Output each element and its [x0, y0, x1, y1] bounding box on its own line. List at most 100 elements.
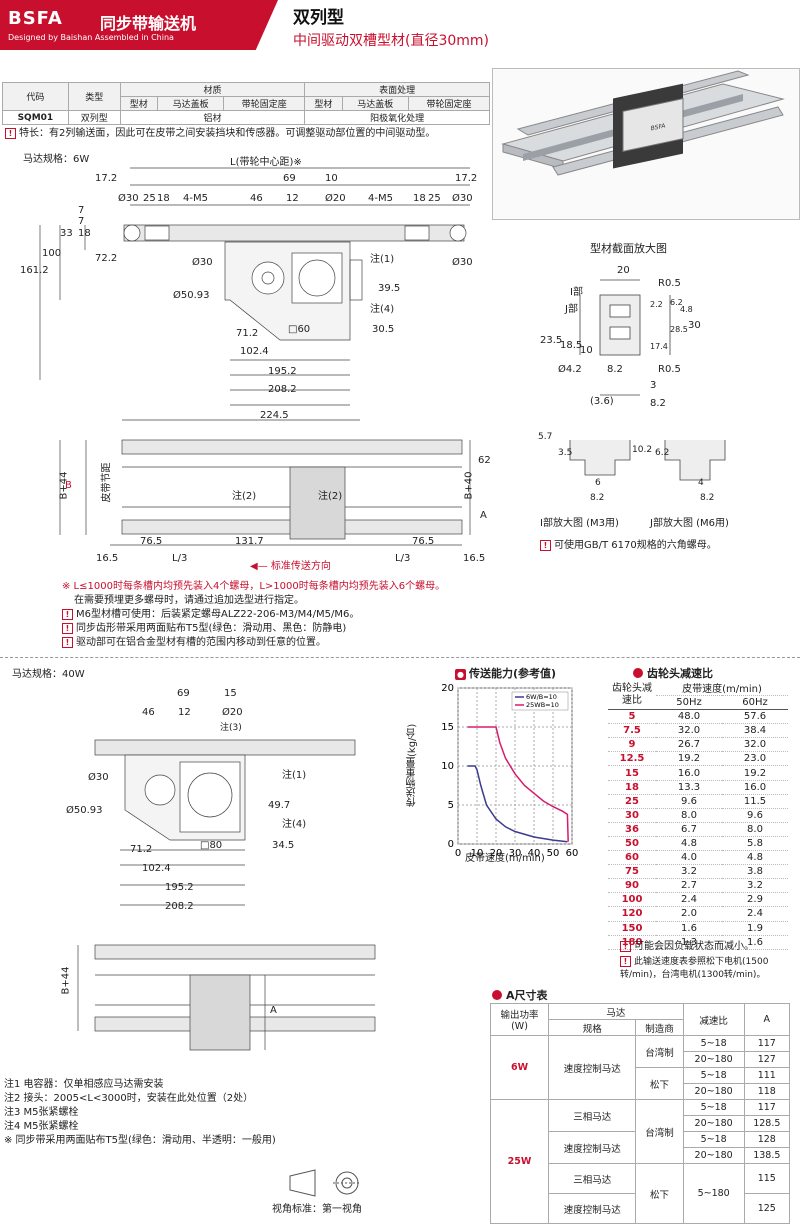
dim-label: (3.6) [590, 396, 614, 407]
gear-ratio-cell: 36 [608, 822, 656, 837]
gear-ratio-cell: 5 [608, 709, 656, 725]
dim-label: Ø20 [325, 193, 346, 204]
gear-ratio-cell: 7.5 [608, 723, 656, 739]
dim-label: 20 [617, 265, 630, 276]
dim-label: Ø50.93 [173, 290, 210, 301]
y-tick-label: 15 [441, 722, 454, 733]
dim-label: 8.2 [590, 493, 605, 503]
a-value: 117 [743, 1099, 791, 1116]
chart-series-line [467, 726, 569, 842]
a-power: 25W [490, 1099, 549, 1224]
a-header-ratio: 减速比 [682, 1003, 745, 1036]
dim-label: Ø30 [452, 257, 473, 268]
dim-label: 皮带节距 [101, 462, 113, 503]
spec-subheader: 马达盖板 [341, 96, 409, 111]
gear-speed-cell: 9.6 [656, 794, 722, 809]
gear-speed-cell: 2.4 [656, 892, 722, 908]
dim-label: 131.7 [235, 536, 264, 547]
a-ratio: 20~180 [682, 1083, 745, 1100]
spec-code: SQM01 [2, 110, 69, 125]
first-angle-projection-icon [289, 1169, 361, 1197]
gear-speed-cell: 4.8 [656, 836, 722, 852]
warning-icon: ! [5, 128, 16, 139]
dim-label: 76.5 [412, 536, 435, 547]
dim-L: L(带轮中心距)※ [230, 157, 302, 168]
gear-speed-cell: 3.2 [656, 864, 722, 880]
dim-label: 46 [250, 193, 263, 204]
footer-note: 注2 接头：2005<L<3000时，安装在此处位置（2处） [4, 1093, 254, 1104]
a-header-power: 输出功率(W) [490, 1003, 549, 1036]
page-title: 双列型 [293, 8, 344, 28]
dim-label: Ø4.2 [558, 364, 582, 375]
spec-surface: 阳极氧化处理 [304, 110, 490, 125]
dim-label: 16.5 [463, 553, 486, 564]
dim-label: 195.2 [268, 366, 297, 377]
chart-grid [457, 687, 573, 845]
x-tick-label: 20 [490, 848, 503, 859]
gear-ratio-cell: 30 [608, 808, 656, 823]
legend-label: 6W/B=10 [526, 693, 557, 701]
spec-header-material: 材质 [119, 82, 306, 97]
dim-label: 4.8 [680, 305, 693, 314]
gear-speed-cell: 13.3 [656, 780, 722, 795]
dim-label: 39.5 [378, 283, 401, 294]
gear-speed-cell: 57.6 [722, 709, 788, 725]
motor6w-drawing [39, 167, 470, 406]
dim-label: 69 [177, 688, 190, 699]
dim-label: 71.2 [236, 328, 259, 339]
note-line: ※ L≤1000时每条槽内均预先装入4个螺母，L>1000时每条槽内均预先装入6… [62, 581, 446, 592]
a-size-table: 输出功率(W) 马达 减速比 A 规格 制造商 6W 速度控制马达 台湾制 5~… [490, 1003, 791, 1224]
dim-label: 15 [224, 688, 237, 699]
a-spec: 三相马达 [547, 1163, 637, 1194]
gear-header-speed: 皮带速度(m/min) [656, 680, 788, 696]
chart-title: ●传送能力(参考值) [455, 667, 557, 680]
dim-label: B+44 [60, 966, 72, 995]
a-spec: 三相马达 [547, 1099, 637, 1132]
dim-label: 102.4 [142, 863, 171, 874]
gear-speed-cell: 16.0 [656, 765, 722, 781]
gear-speed-cell: 4.0 [656, 850, 722, 866]
gear-header-50hz: 50Hz [656, 695, 722, 711]
a-maker: 松下 [635, 1067, 684, 1100]
dim-label: 16.5 [96, 553, 119, 564]
gear-speed-cell: 16.0 [722, 780, 788, 795]
gear-ratio-cell: 90 [608, 878, 656, 894]
dim-label: 7 [78, 216, 85, 227]
dim-label: 12 [286, 193, 299, 204]
bullet-icon [492, 990, 502, 1000]
dim-label: □60 [288, 324, 311, 335]
dim-label: 12 [178, 707, 191, 718]
gear-ratio-cell: 25 [608, 794, 656, 809]
a-maker: 台湾制 [635, 1099, 684, 1164]
motor40w-plan-drawing [77, 944, 376, 1051]
chart-bullet-icon: ● [455, 669, 466, 680]
gear-speed-cell: 3.2 [722, 878, 788, 894]
dim-label: 注(2) [318, 491, 343, 502]
motor6w-label: 马达规格：6W [23, 154, 90, 165]
dim-label: 3 [650, 380, 657, 391]
a-maker: 松下 [635, 1163, 684, 1224]
a-spec: 速度控制马达 [547, 1193, 637, 1224]
footer-notes: 注1 电容器：仅单相感应马达需安装 注2 接头：2005<L<3000时，安装在… [4, 1078, 276, 1148]
a-spec: 速度控制马达 [547, 1035, 637, 1100]
a-value: 111 [743, 1067, 791, 1084]
dim-label: 4-M5 [183, 193, 208, 204]
dim-label: 7 [78, 205, 85, 216]
spec-subheader: 马达盖板 [156, 96, 225, 111]
dim-label: 33 [60, 228, 73, 239]
a-ratio: 20~180 [682, 1115, 745, 1132]
dim-label: Ø20 [222, 707, 243, 718]
a-ratio: 20~180 [682, 1051, 745, 1068]
dim-label: 161.2 [20, 265, 49, 276]
x-tick-label: 50 [547, 848, 560, 859]
y-tick-label: 0 [448, 839, 454, 850]
dim-label: 195.2 [165, 882, 194, 893]
